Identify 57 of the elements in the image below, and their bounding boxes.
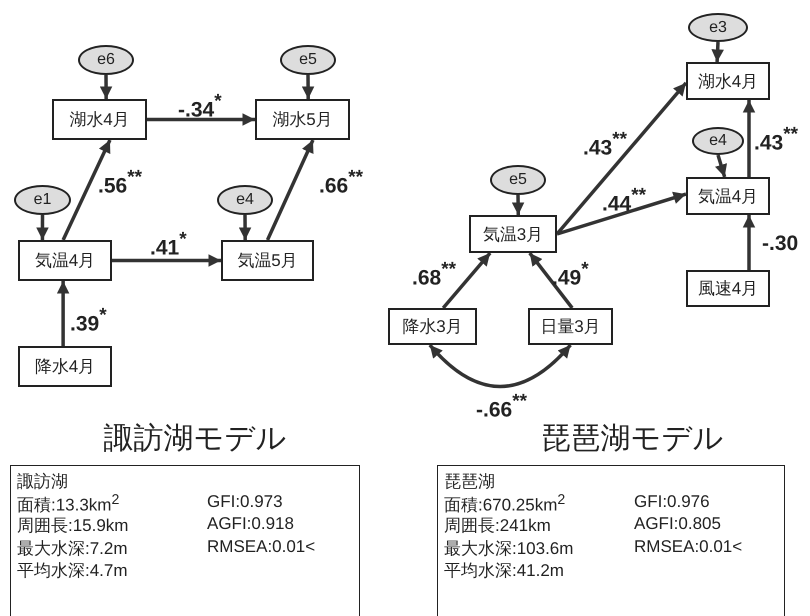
edge-label: -.30 — [762, 233, 798, 254]
info-line: GFI:0.976 — [634, 492, 710, 512]
info-line: 周囲長:241km — [444, 515, 551, 537]
error-ellipse: e5 — [490, 165, 546, 195]
info-line: 面積:670.25km$^{2}$ — [444, 492, 566, 517]
arrow — [742, 215, 756, 270]
arrow — [112, 254, 221, 267]
arrow — [714, 154, 728, 178]
variable-box: 湖水4月 — [52, 99, 147, 140]
arrow — [238, 214, 252, 240]
info-box — [10, 465, 360, 616]
model-title: 琵琶湖モデル — [540, 421, 724, 457]
arrow — [512, 194, 524, 216]
arrow — [36, 215, 49, 240]
variable-box: 気温3月 — [469, 215, 557, 253]
arrow — [556, 192, 687, 236]
variable-box: 気温4月 — [18, 240, 112, 281]
variable-box: 降水4月 — [18, 346, 112, 387]
info-heading: 諏訪湖 — [17, 471, 68, 493]
arrow — [100, 74, 112, 100]
info-line: GFI:0.973 — [207, 492, 283, 512]
info-line: 最大水深:7.2m — [17, 538, 128, 560]
arrow — [528, 252, 574, 310]
error-ellipse: e5 — [280, 45, 336, 75]
arrow — [56, 281, 70, 346]
info-line: AGFI:0.805 — [634, 514, 721, 534]
arrow — [711, 42, 724, 62]
error-ellipse: e3 — [688, 13, 748, 42]
arrow — [302, 74, 314, 100]
variable-box: 湖水5月 — [255, 99, 350, 140]
error-ellipse: e6 — [78, 45, 134, 75]
error-ellipse: e4 — [217, 185, 273, 215]
info-line: 平均水深:4.7m — [17, 560, 128, 582]
arrow — [442, 252, 492, 310]
error-ellipse: e4 — [692, 127, 744, 155]
info-line: 最大水深:103.6m — [444, 538, 574, 560]
info-line: 面積:13.3km$^{2}$ — [17, 492, 120, 517]
arrow — [742, 100, 756, 177]
variable-box: 降水3月 — [388, 308, 477, 345]
variable-box: 日量3月 — [528, 308, 613, 345]
variable-box: 気温5月 — [221, 240, 314, 281]
arrow — [266, 139, 315, 241]
arrow — [147, 113, 255, 126]
info-line: 周囲長:15.9km — [17, 515, 128, 537]
model-title: 諏訪湖モデル — [104, 421, 286, 457]
error-ellipse: e1 — [14, 185, 71, 215]
info-line: RMSEA:0.01< — [207, 537, 316, 557]
info-line: AGFI:0.918 — [207, 514, 294, 534]
info-line: RMSEA:0.01< — [634, 537, 742, 557]
arrow — [62, 139, 112, 241]
double-arrow — [428, 344, 572, 388]
variable-box: 湖水4月 — [686, 62, 770, 100]
info-heading: 琵琶湖 — [444, 471, 495, 493]
variable-box: 気温4月 — [686, 177, 770, 215]
info-line: 平均水深:41.2m — [444, 560, 564, 582]
info-box — [437, 465, 785, 616]
variable-box: 風速4月 — [686, 270, 770, 307]
